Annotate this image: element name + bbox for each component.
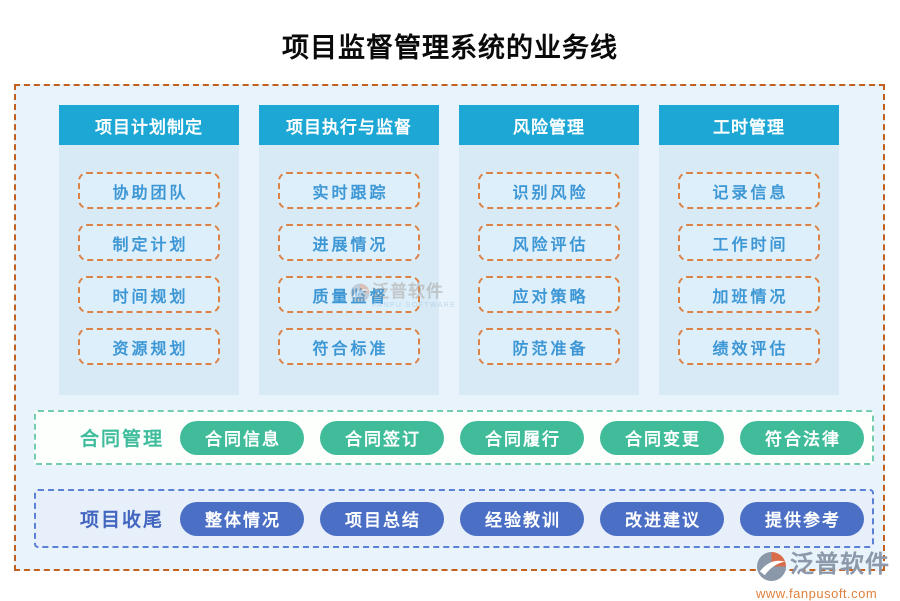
- band-contract-management: 合同管理 合同信息 合同签订 合同履行 合同变更 符合法律: [34, 410, 874, 465]
- column-items: 识别风险 风险评估 应对策略 防范准备: [459, 145, 639, 365]
- contract-pill: 合同签订: [320, 420, 445, 455]
- item-pill: 应对策略: [478, 276, 620, 313]
- column-risk-management: 风险管理 识别风险 风险评估 应对策略 防范准备: [459, 105, 639, 395]
- item-pill: 符合标准: [278, 328, 420, 365]
- item-pill: 绩效评估: [678, 328, 820, 365]
- item-pill: 资源规划: [78, 328, 220, 365]
- closure-pill: 项目总结: [320, 501, 445, 536]
- item-pill: 进展情况: [278, 224, 420, 261]
- band-label: 项目收尾: [80, 510, 165, 531]
- item-pill: 协助团队: [78, 172, 220, 209]
- column-header: 项目计划制定: [59, 105, 239, 145]
- logo-name: 泛普软件: [790, 551, 890, 578]
- contract-pill: 合同信息: [180, 420, 305, 455]
- diagram-canvas: 项目计划制定 协助团队 制定计划 时间规划 资源规划 项目执行与监督 实时跟踪 …: [14, 84, 885, 571]
- column-execution-supervision: 项目执行与监督 实时跟踪 进展情况 质量监督 符合标准: [259, 105, 439, 395]
- item-pill: 实时跟踪: [278, 172, 420, 209]
- item-pill: 工作时间: [678, 224, 820, 261]
- column-items: 实时跟踪 进展情况 质量监督 符合标准: [259, 145, 439, 365]
- fanpu-logo: 泛普软件 www.fanpusoft.com: [756, 551, 890, 601]
- column-items: 记录信息 工作时间 加班情况 绩效评估: [659, 145, 839, 365]
- item-pill: 时间规划: [78, 276, 220, 313]
- column-header: 项目执行与监督: [259, 105, 439, 145]
- closure-pill: 改进建议: [600, 501, 725, 536]
- contract-pill: 合同变更: [600, 420, 725, 455]
- item-pill: 记录信息: [678, 172, 820, 209]
- band-project-closure: 项目收尾 整体情况 项目总结 经验教训 改进建议 提供参考: [34, 489, 874, 548]
- item-pill: 风险评估: [478, 224, 620, 261]
- fanpu-logo-icon: [756, 551, 787, 587]
- contract-pill: 合同履行: [460, 420, 585, 455]
- contract-pill: 符合法律: [740, 420, 865, 455]
- band-label: 合同管理: [80, 429, 165, 450]
- column-header: 风险管理: [459, 105, 639, 145]
- column-project-planning: 项目计划制定 协助团队 制定计划 时间规划 资源规划: [59, 105, 239, 395]
- item-pill: 加班情况: [678, 276, 820, 313]
- closure-pill: 提供参考: [740, 501, 865, 536]
- item-pill: 制定计划: [78, 224, 220, 261]
- column-work-hours: 工时管理 记录信息 工作时间 加班情况 绩效评估: [659, 105, 839, 395]
- column-header: 工时管理: [659, 105, 839, 145]
- item-pill: 识别风险: [478, 172, 620, 209]
- item-pill: 防范准备: [478, 328, 620, 365]
- closure-pill: 整体情况: [180, 501, 305, 536]
- closure-pill: 经验教训: [460, 501, 585, 536]
- column-items: 协助团队 制定计划 时间规划 资源规划: [59, 145, 239, 365]
- page-title: 项目监督管理系统的业务线: [282, 33, 618, 63]
- logo-url: www.fanpusoft.com: [756, 586, 878, 601]
- item-pill: 质量监督: [278, 276, 420, 313]
